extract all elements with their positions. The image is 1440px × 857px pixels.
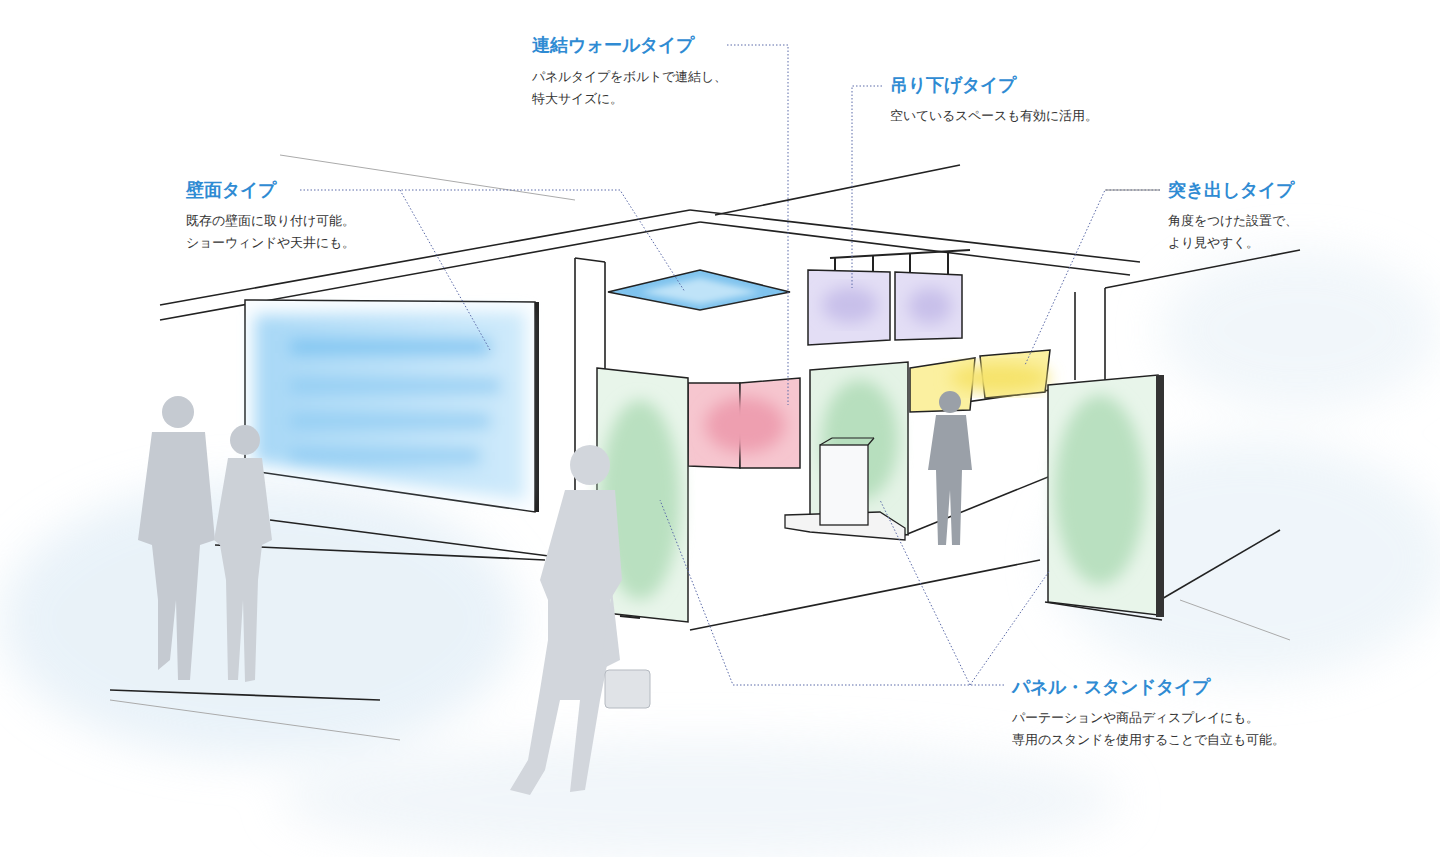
faint-lines xyxy=(110,155,1290,740)
callout-heading: 連結ウォールタイプ xyxy=(532,33,694,57)
callout-body: パネルタイプをボルトで連結し、 特大サイズに。 xyxy=(532,66,727,110)
person-couple xyxy=(138,396,272,682)
callout-heading: 突き出しタイプ xyxy=(1168,178,1294,202)
leader-lines xyxy=(300,45,1160,685)
stand-panel-center xyxy=(785,362,908,540)
hanging-panels xyxy=(808,250,970,345)
callout-heading: パネル・スタンドタイプ xyxy=(1012,675,1210,699)
callout-body: 既存の壁面に取り付け可能。 ショーウィンドや天井にも。 xyxy=(186,210,355,254)
wall-panel xyxy=(245,300,535,512)
wall-connected-panels xyxy=(688,378,800,468)
leader-lines-solid xyxy=(1105,190,1160,191)
architecture xyxy=(110,165,1300,700)
callout-heading: 吊り下げタイプ xyxy=(890,73,1016,97)
callout-body: 角度をつけた設置で、 より見やすく。 xyxy=(1168,210,1298,254)
callout-body: 空いているスペースも有効に活用。 xyxy=(890,105,1098,127)
ceiling-panel xyxy=(608,270,790,310)
haze xyxy=(0,250,1440,857)
projecting-panels xyxy=(910,350,1050,412)
stand-panel-right xyxy=(1045,375,1164,620)
callout-body: パーテーションや商品ディスプレイにも。 専用のスタンドを使用することで自立も可能… xyxy=(1012,707,1285,751)
person-background xyxy=(928,391,972,545)
person-front xyxy=(510,445,650,795)
callout-heading: 壁面タイプ xyxy=(186,178,276,202)
